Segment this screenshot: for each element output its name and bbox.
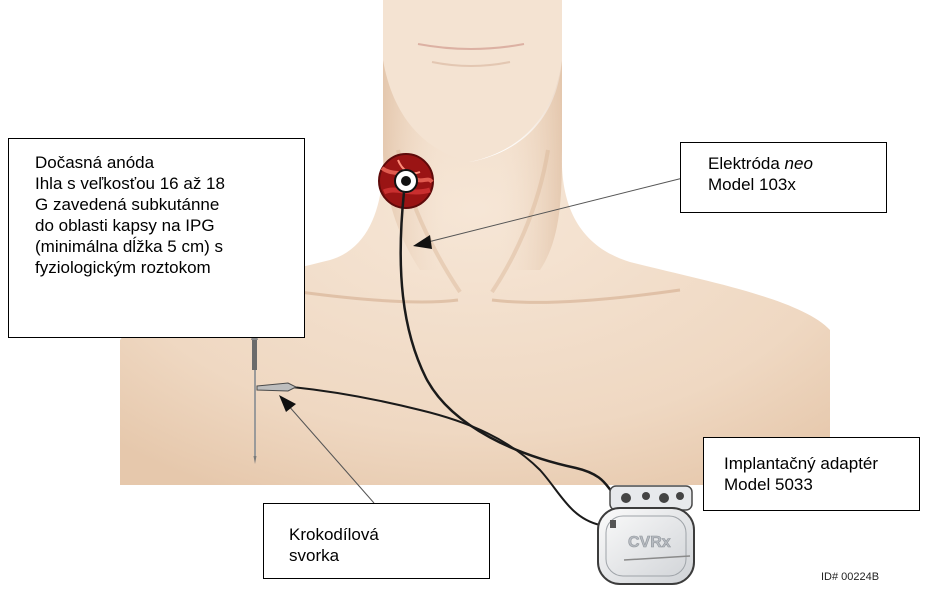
implant-adapter-icon: [610, 486, 692, 510]
electrode-label: Elektróda: [708, 154, 785, 173]
adapter-label: Implantačný adaptér: [724, 453, 919, 474]
anode-callout-line: G zavedená subkutánne: [35, 194, 304, 215]
adapter-model: Model 5033: [724, 474, 919, 495]
clip-label: Krokodílová: [289, 524, 489, 545]
electrode-callout-title: Elektróda neo: [708, 153, 886, 174]
clip-callout: Krokodílová svorka: [263, 503, 490, 579]
device-logo: CVRx: [628, 534, 671, 551]
figure-id: ID# 00224B: [821, 571, 879, 583]
anode-callout-line: Dočasná anóda: [35, 152, 304, 173]
electrode-icon: [395, 170, 417, 192]
anode-callout-line: fyziologickým roztokom: [35, 257, 304, 278]
anode-callout-line: (minimálna dĺžka 5 cm) s: [35, 236, 304, 257]
clip-label: svorka: [289, 545, 489, 566]
anode-callout: Dočasná anóda Ihla s veľkosťou 16 až 18 …: [8, 138, 305, 338]
electrode-label-italic: neo: [785, 154, 813, 173]
electrode-callout: Elektróda neo Model 103x: [680, 142, 887, 213]
anode-callout-line: Ihla s veľkosťou 16 až 18: [35, 173, 304, 194]
anode-callout-line: do oblasti kapsy na IPG: [35, 215, 304, 236]
adapter-callout: Implantačný adaptér Model 5033: [703, 437, 920, 511]
electrode-model: Model 103x: [708, 174, 886, 195]
